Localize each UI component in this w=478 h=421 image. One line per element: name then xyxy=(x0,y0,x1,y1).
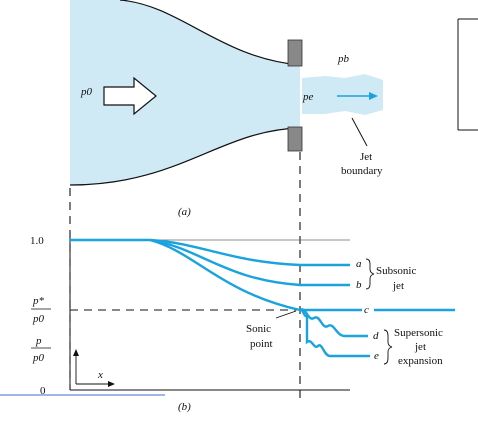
curve-e xyxy=(299,308,370,358)
callout-box xyxy=(457,18,478,131)
curve-label-c-bg xyxy=(362,302,374,316)
part-b-caption: (b) xyxy=(178,401,191,413)
nozzle-wall-upper xyxy=(119,0,301,66)
x-axis-label: x xyxy=(97,369,103,381)
exit-flange-lower xyxy=(287,126,303,152)
curve-label-a: a xyxy=(356,258,362,270)
supersonic-label-2: jet xyxy=(414,341,426,353)
subsonic-label-1: Subsonic xyxy=(376,265,416,277)
flow-arrow xyxy=(103,76,157,116)
curve-label-c: c xyxy=(364,304,369,316)
jet-boundary-leader xyxy=(351,117,368,147)
part-a-caption: (a) xyxy=(178,206,191,218)
curve-c xyxy=(149,238,455,312)
nozzle-wall-lower xyxy=(69,127,301,186)
curve-label-e: e xyxy=(374,350,379,362)
curve-d xyxy=(299,308,368,338)
sonic-point-leader xyxy=(275,310,297,319)
jet-plume xyxy=(302,74,383,115)
nozzle-drawing: p0 pe pb Jet boundary (a) xyxy=(69,0,383,218)
sonic-point-label-1: Sonic xyxy=(246,323,271,335)
curve-b xyxy=(149,238,350,287)
curve-label-b: b xyxy=(356,279,362,291)
y-direction-arrowhead xyxy=(73,349,79,356)
subsonic-brace xyxy=(365,258,375,290)
back-pressure-label: pb xyxy=(337,53,350,65)
critical-ratio-denominator: p0 xyxy=(32,313,45,325)
reservoir-pressure-label: p0 xyxy=(80,86,93,98)
exit-pressure-label: pe xyxy=(302,91,314,103)
ratio-numerator: p xyxy=(35,335,42,347)
subsonic-label-2: jet xyxy=(392,280,404,292)
pressure-plot: 1.0 0 p* p0 p p0 x Sonic point a b c d e… xyxy=(30,232,455,413)
y-tick-zero: 0 xyxy=(40,385,46,397)
supersonic-brace xyxy=(383,329,393,365)
x-direction-arrowhead xyxy=(108,381,115,387)
jet-velocity-arrowhead xyxy=(369,92,378,100)
ratio-denominator: p0 xyxy=(32,352,45,364)
sonic-point-label-2: point xyxy=(250,338,273,350)
critical-ratio-numerator: p* xyxy=(32,295,45,307)
exit-flange-upper xyxy=(287,39,303,67)
supersonic-label-1: Supersonic xyxy=(394,327,443,339)
jet-boundary-label-2: boundary xyxy=(341,165,383,177)
y-tick-one: 1.0 xyxy=(30,235,44,247)
jet-boundary-label-1: Jet xyxy=(360,151,372,163)
curve-label-d: d xyxy=(373,330,379,342)
supersonic-label-3: expansion xyxy=(398,355,443,367)
